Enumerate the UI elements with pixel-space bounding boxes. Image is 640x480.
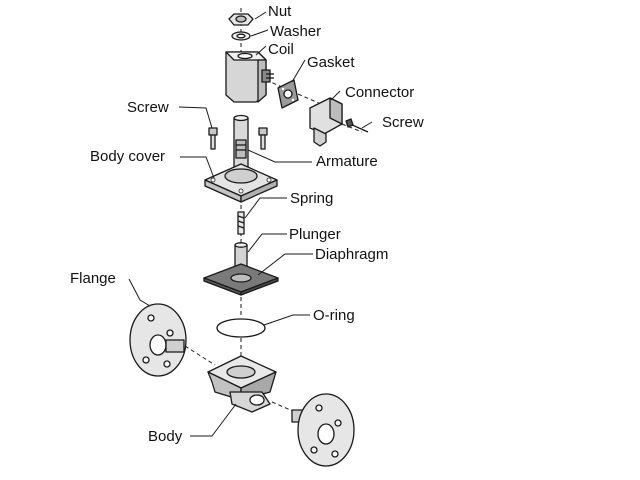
coil-part bbox=[225, 51, 274, 103]
leader-lines bbox=[128, 11, 373, 437]
o-ring-part bbox=[216, 318, 266, 338]
label-washer: Washer bbox=[270, 23, 321, 40]
flange-left-part bbox=[129, 303, 187, 377]
screw-left-second-part bbox=[258, 127, 268, 150]
flange-right-part bbox=[291, 393, 355, 467]
washer-part bbox=[231, 31, 251, 41]
label-screw-left: Screw bbox=[127, 99, 169, 116]
labels: Nut Washer Coil Gasket Connector Screw S… bbox=[70, 3, 424, 445]
connector-part bbox=[309, 97, 343, 147]
label-body: Body bbox=[148, 428, 183, 445]
diaphragm-part bbox=[203, 263, 279, 296]
label-screw-right: Screw bbox=[382, 114, 424, 131]
label-armature: Armature bbox=[316, 153, 378, 170]
label-coil: Coil bbox=[268, 41, 294, 58]
label-body-cover: Body cover bbox=[90, 148, 165, 165]
nut-part bbox=[228, 13, 254, 26]
screw-left-part bbox=[208, 127, 218, 150]
gasket-part bbox=[277, 79, 299, 109]
label-o-ring: O-ring bbox=[313, 307, 355, 324]
body-cover-part bbox=[204, 163, 278, 203]
screw-right-part bbox=[345, 118, 369, 133]
label-flange: Flange bbox=[70, 270, 116, 287]
armature-part bbox=[233, 114, 249, 169]
label-diaphragm: Diaphragm bbox=[315, 246, 388, 263]
label-nut: Nut bbox=[268, 3, 292, 20]
body-part bbox=[207, 355, 277, 413]
label-spring: Spring bbox=[290, 190, 333, 207]
label-gasket: Gasket bbox=[307, 54, 355, 71]
label-connector: Connector bbox=[345, 84, 414, 101]
label-plunger: Plunger bbox=[289, 226, 341, 243]
spring-part bbox=[237, 211, 245, 235]
